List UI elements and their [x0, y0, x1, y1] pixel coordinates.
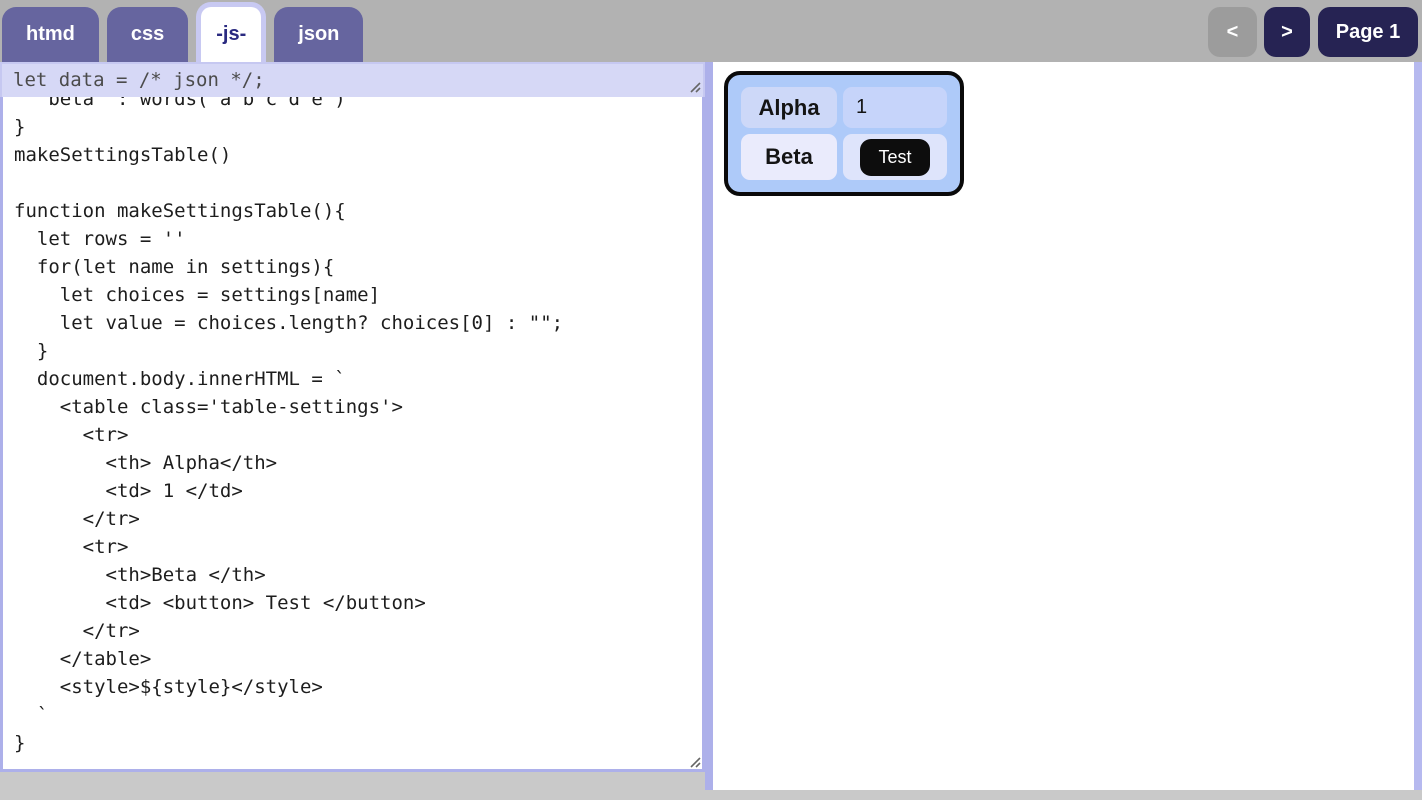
js-code-editor[interactable]: 'beta' : words('a b c d e') } makeSettin…	[0, 97, 705, 772]
table-header-cell: Beta	[741, 134, 837, 180]
table-value-cell: Test	[843, 134, 947, 180]
resize-grip-icon[interactable]	[689, 81, 702, 94]
resize-grip-icon[interactable]	[689, 756, 702, 769]
tab-css-label: css	[130, 23, 165, 45]
right-edge-strip	[1414, 62, 1422, 790]
tab-htmd-label: htmd	[26, 23, 75, 45]
panel-divider	[705, 62, 713, 790]
table-header-cell: Alpha	[741, 87, 837, 128]
output-preview-panel: Alpha 1 Beta Test	[713, 62, 1414, 790]
tab-json-label: json	[298, 23, 340, 45]
next-page-button[interactable]: >	[1264, 7, 1310, 57]
tab-js[interactable]: -js-	[196, 2, 267, 62]
data-declaration-input[interactable]: let data = /* json */;	[0, 62, 705, 97]
test-button[interactable]: Test	[860, 138, 930, 176]
tab-htmd[interactable]: htmd	[2, 7, 99, 62]
tab-json[interactable]: json	[274, 7, 364, 62]
table-value-cell: 1	[843, 87, 947, 128]
page-indicator-button[interactable]: Page 1	[1318, 7, 1418, 57]
tab-js-label: -js-	[216, 23, 247, 45]
tab-css[interactable]: css	[106, 7, 189, 62]
settings-table: Alpha 1 Beta Test	[724, 71, 964, 196]
prev-page-button[interactable]: <	[1208, 7, 1257, 57]
editor-tab-bar: htmd css -js- json	[2, 2, 364, 62]
